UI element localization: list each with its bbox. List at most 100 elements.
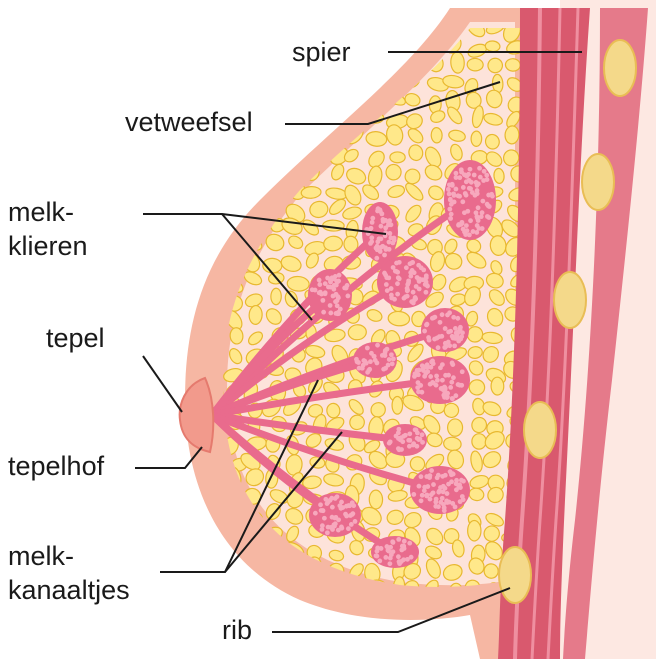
fat-lobule: [408, 16, 425, 38]
gland-alveolus: [443, 341, 448, 346]
fat-lobule: [363, 41, 383, 55]
gland-alveolus: [375, 554, 380, 559]
gland-alveolus: [387, 357, 392, 362]
fat-lobule: [271, 288, 282, 305]
gland-alveolus: [422, 329, 427, 334]
gland-alveolus: [428, 374, 433, 379]
gland-alveolus: [434, 497, 439, 502]
fat-lobule: [323, 220, 345, 231]
rib-cross-section: [554, 272, 586, 328]
gland-alveolus: [389, 352, 394, 357]
fat-lobule: [467, 58, 484, 71]
gland-alveolus: [476, 218, 481, 223]
gland-alveolus: [485, 214, 490, 219]
gland-alveolus: [422, 374, 427, 379]
gland-alveolus: [313, 511, 318, 516]
gland-alveolus: [467, 186, 472, 191]
gland-alveolus: [440, 474, 445, 479]
gland-alveolus: [407, 444, 412, 449]
fat-lobule: [247, 40, 264, 56]
fat-lobule: [285, 98, 307, 114]
gland-alveolus: [452, 343, 457, 348]
gland-alveolus: [385, 544, 390, 549]
gland-alveolus: [447, 207, 452, 212]
gland-alveolus: [411, 492, 416, 497]
fat-lobule: [206, 92, 225, 106]
label-rib: rib: [222, 614, 252, 646]
gland-alveolus: [405, 557, 410, 562]
gland-alveolus: [459, 221, 464, 226]
gland-alveolus: [397, 276, 402, 281]
gland-alveolus: [400, 544, 405, 549]
gland-alveolus: [370, 216, 375, 221]
gland-alveolus: [383, 555, 388, 560]
fat-lobule: [321, 73, 345, 94]
gland-alveolus: [329, 496, 334, 501]
fat-lobule: [229, 184, 245, 200]
gland-alveolus: [420, 390, 425, 395]
fat-lobule: [205, 182, 226, 203]
gland-alveolus: [333, 299, 338, 304]
gland-alveolus: [401, 434, 406, 439]
gland-alveolus: [345, 294, 350, 299]
gland-alveolus: [453, 505, 458, 510]
gland-alveolus: [428, 497, 433, 502]
gland-alveolus: [420, 493, 425, 498]
rib-cross-section: [582, 154, 614, 210]
gland-alveolus: [438, 485, 443, 490]
gland-alveolus: [417, 279, 422, 284]
fat-lobule: [282, 77, 303, 98]
gland-alveolus: [392, 297, 397, 302]
gland-alveolus: [328, 279, 333, 284]
rib-cross-section: [524, 402, 556, 458]
gland-alveolus: [446, 330, 451, 335]
label-tepel: tepel: [46, 322, 105, 354]
fat-lobule: [360, 20, 381, 40]
gland-alveolus: [477, 166, 482, 171]
gland-alveolus: [389, 293, 394, 298]
fat-lobule: [263, 69, 289, 94]
gland-alveolus: [404, 265, 409, 270]
gland-alveolus: [375, 239, 380, 244]
fat-lobule: [472, 433, 487, 449]
fat-lobule: [224, 579, 247, 603]
fat-lobule: [303, 112, 323, 133]
gland-alveolus: [424, 273, 429, 278]
gland-alveolus: [480, 199, 485, 204]
gland-alveolus: [467, 178, 472, 183]
rib-cross-section: [604, 40, 636, 96]
fat-lobule: [261, 146, 283, 169]
gland-alveolus: [475, 223, 480, 228]
gland-alveolus: [448, 216, 453, 221]
gland-alveolus: [346, 526, 351, 531]
fat-lobule: [208, 17, 225, 37]
gland-alveolus: [417, 287, 422, 292]
gland-alveolus: [395, 281, 400, 286]
gland-alveolus: [372, 354, 377, 359]
gland-alveolus: [375, 361, 380, 366]
gland-alveolus: [325, 530, 330, 535]
gland-alveolus: [419, 498, 424, 503]
fat-lobule: [226, 160, 242, 184]
fat-lobule: [246, 576, 264, 592]
gland-alveolus: [384, 275, 389, 280]
gland-alveolus: [438, 320, 443, 325]
gland-alveolus: [386, 549, 391, 554]
gland-alveolus: [415, 436, 420, 441]
gland-alveolus: [430, 380, 435, 385]
gland-alveolus: [351, 503, 356, 508]
gland-alveolus: [455, 316, 460, 321]
fat-lobule: [286, 108, 311, 134]
gland-alveolus: [397, 561, 402, 566]
gland-alveolus: [402, 296, 407, 301]
gland-alveolus: [422, 488, 427, 493]
gland-alveolus: [416, 263, 421, 268]
gland-alveolus: [431, 482, 436, 487]
gland-alveolus: [474, 180, 479, 185]
gland-alveolus: [418, 383, 423, 388]
gland-alveolus: [454, 187, 459, 192]
gland-alveolus: [425, 283, 430, 288]
gland-alveolus: [323, 497, 328, 502]
gland-alveolus: [349, 522, 354, 527]
gland-alveolus: [468, 167, 473, 172]
